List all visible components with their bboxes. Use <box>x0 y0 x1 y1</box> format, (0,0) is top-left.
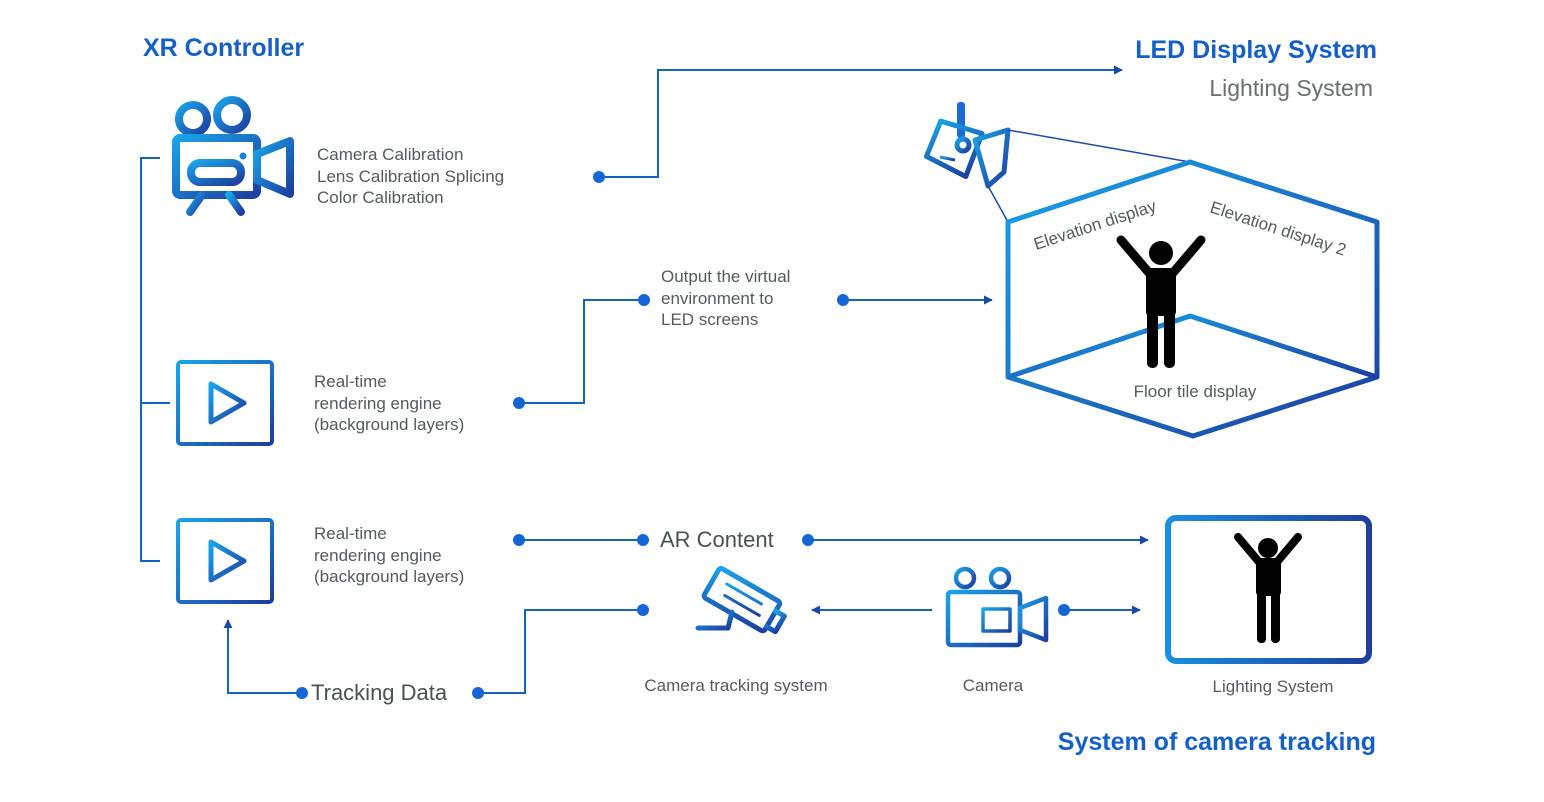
ar-content-left-dot <box>637 534 649 546</box>
led-display-system-title: LED Display System <box>1135 36 1377 64</box>
person-icon-stage <box>1116 235 1206 368</box>
play-icon-top <box>176 360 274 446</box>
camera-label: Camera <box>963 676 1024 695</box>
engine-top-line-1: Real-time <box>314 372 387 391</box>
camera-tracking-system-title: System of camera tracking <box>1058 728 1376 756</box>
ar-content-label: AR Content <box>660 527 774 552</box>
engine-top-line-3: (background layers) <box>314 415 464 434</box>
engine-bottom-line-1: Real-time <box>314 524 387 543</box>
led-stage <box>1005 159 1380 439</box>
spotlight-icon <box>923 102 1011 189</box>
calibration-line-1: Camera Calibration <box>317 145 463 164</box>
calibration-line-2: Lens Calibration Splicing <box>317 167 504 186</box>
tracking-data-left-dot <box>296 687 308 699</box>
engine-bottom-line-2: rendering engine <box>314 546 442 565</box>
lighting-system-subtitle: Lighting System <box>1209 75 1373 101</box>
tracking-data-to-tracking-line <box>478 609 643 694</box>
person-icon-monitor <box>1234 533 1302 643</box>
output-left-dot <box>638 294 650 306</box>
engine-bottom-line-3: (background layers) <box>314 567 464 586</box>
cctv-camera-icon <box>695 566 787 656</box>
elevation-display-label: Elevation display <box>1031 196 1159 254</box>
engine-top-line-2: rendering engine <box>314 394 442 413</box>
tracking-data-label: Tracking Data <box>311 680 448 705</box>
floor-tile-display-label: Floor tile display <box>1134 382 1257 401</box>
spotlight-beam-lines <box>987 129 1191 223</box>
camera-tracking-system-label: Camera tracking system <box>644 676 827 695</box>
xr-controller-title: XR Controller <box>143 34 304 62</box>
output-line-1: Output the virtual <box>661 267 790 286</box>
play-icon-bottom <box>176 518 274 604</box>
output-line-2: environment to <box>661 289 773 308</box>
lighting-system-label: Lighting System <box>1213 677 1334 696</box>
tracking-system-left-dot <box>637 604 649 616</box>
video-camera-icon-bottom <box>945 566 1049 648</box>
calibration-line-3: Color Calibration <box>317 188 444 207</box>
calibration-to-led-arrow <box>599 65 1123 178</box>
output-line-3: LED screens <box>661 310 758 329</box>
engine-top-to-output-line <box>519 299 644 404</box>
tracking-to-engine-arrow <box>223 619 302 694</box>
video-camera-icon <box>172 96 294 216</box>
controller-bracket-line <box>140 157 170 562</box>
lighting-system-monitor <box>1165 515 1372 664</box>
